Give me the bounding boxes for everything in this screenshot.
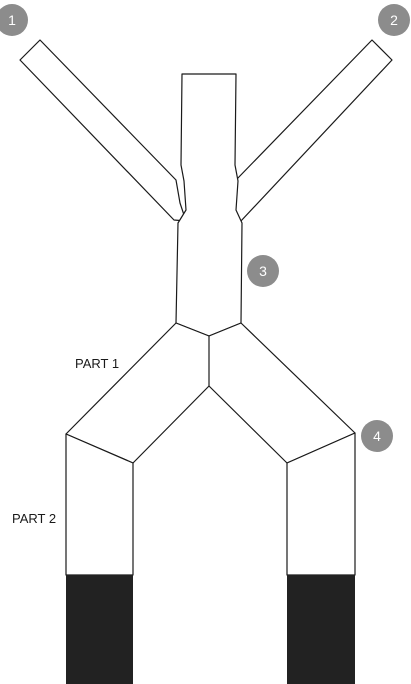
right-leg-tip [287,575,355,684]
marker-2: 2 [378,4,410,36]
y-split-body [65,322,356,464]
marker-1-circle [0,4,28,36]
marker-2-label: 2 [390,12,398,28]
left-leg-tip [66,575,133,684]
marker-2-circle [378,4,410,36]
part-2-label: PART 2 [12,511,56,526]
part-1-label: PART 1 [75,356,119,371]
left-arm [19,39,187,222]
marker-3-circle [247,255,279,287]
right-arm [233,39,393,223]
marker-3-label: 3 [259,263,267,279]
marker-4-label: 4 [373,428,381,444]
central-trunk [175,73,243,337]
marker-1-label: 1 [8,12,16,28]
marker-3: 3 [247,255,279,287]
marker-4: 4 [361,420,393,452]
marker-1: 1 [0,4,28,36]
marker-4-circle [361,420,393,452]
